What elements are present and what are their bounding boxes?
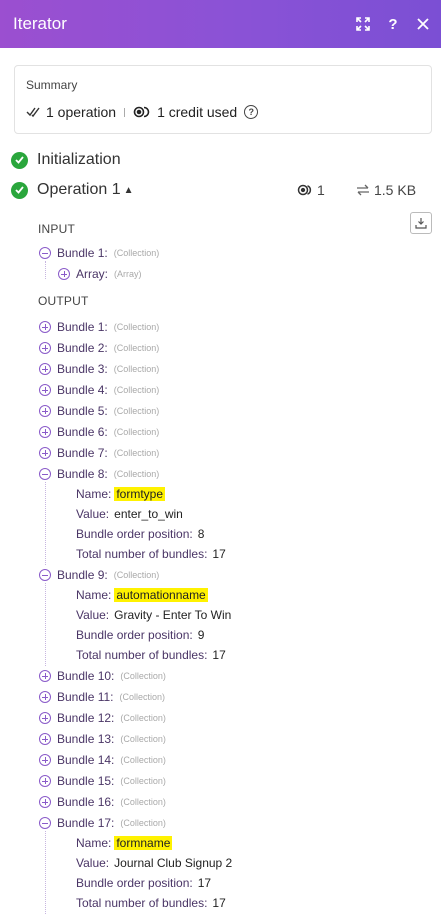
double-check-icon: [26, 107, 40, 118]
output-bundle-6[interactable]: Bundle 6:(Collection): [39, 423, 159, 441]
caret-up-icon[interactable]: ▲: [123, 184, 134, 196]
output-bundle-17[interactable]: Bundle 17:(Collection): [39, 814, 166, 832]
expand-icon[interactable]: [39, 447, 51, 459]
operation-views: 1: [297, 182, 325, 198]
initialization-label: Initialization: [37, 151, 121, 168]
expand-icon[interactable]: [39, 775, 51, 787]
bundle-9-total: Total number of bundles:17: [76, 648, 226, 662]
bundle-8-value: Value:enter_to_win: [76, 507, 183, 521]
expand-icon[interactable]: [39, 691, 51, 703]
expand-icon[interactable]: [39, 363, 51, 375]
expand-icon[interactable]: [39, 342, 51, 354]
bundle-9-position: Bundle order position:9: [76, 628, 205, 642]
module-header: Iterator ?: [0, 0, 441, 48]
expand-icon[interactable]: [39, 321, 51, 333]
expand-icon[interactable]: [39, 384, 51, 396]
collapse-icon[interactable]: [39, 817, 51, 829]
bundle-8-name: Name:formtype: [76, 487, 166, 501]
bundle-17-name: Name:formname: [76, 836, 173, 850]
check-circle-icon: [11, 151, 28, 169]
output-bundle-4[interactable]: Bundle 4:(Collection): [39, 381, 159, 399]
credit-help-icon[interactable]: ?: [244, 105, 259, 119]
credits-used: 1 credit used: [157, 104, 238, 120]
expand-icon[interactable]: [39, 670, 51, 682]
output-bundle-9[interactable]: Bundle 9:(Collection): [39, 566, 159, 584]
output-heading: OUTPUT: [38, 294, 89, 308]
close-icon[interactable]: [415, 16, 431, 32]
output-bundle-3[interactable]: Bundle 3:(Collection): [39, 360, 159, 378]
output-bundle-11[interactable]: Bundle 11:(Collection): [39, 688, 165, 706]
credit-icon: [133, 106, 150, 118]
tree-line: [45, 831, 46, 914]
output-bundle-8[interactable]: Bundle 8:(Collection): [39, 465, 159, 483]
output-bundle-13[interactable]: Bundle 13:(Collection): [39, 730, 166, 748]
expand-icon[interactable]: [58, 268, 70, 280]
output-bundle-15[interactable]: Bundle 15:(Collection): [39, 772, 166, 790]
help-icon[interactable]: ?: [388, 15, 398, 33]
collapse-icon[interactable]: [39, 247, 51, 259]
expand-icon[interactable]: [39, 405, 51, 417]
tree-line: [45, 583, 46, 666]
summary-card: Summary 1 operation 1 credit used ?: [14, 65, 432, 134]
bundle-17-position: Bundle order position:17: [76, 876, 212, 890]
check-circle-icon: [11, 181, 28, 199]
output-bundle-7[interactable]: Bundle 7:(Collection): [39, 444, 159, 462]
output-bundle-14[interactable]: Bundle 14:(Collection): [39, 751, 166, 769]
stage-operation[interactable]: Operation 1 ▲: [11, 181, 134, 199]
swap-arrows-icon: [357, 184, 369, 196]
output-bundle-16[interactable]: Bundle 16:(Collection): [39, 793, 166, 811]
stage-initialization[interactable]: Initialization: [11, 151, 121, 169]
expand-icon[interactable]: [39, 426, 51, 438]
expand-icon[interactable]: [39, 796, 51, 808]
bundle-8-position: Bundle order position:8: [76, 527, 205, 541]
operation-size: 1.5 KB: [356, 182, 416, 198]
bundle-17-value: Value:Journal Club Signup 2: [76, 856, 233, 870]
output-bundle-10[interactable]: Bundle 10:(Collection): [39, 667, 166, 685]
input-array[interactable]: Array: (Array): [58, 265, 142, 283]
bundle-9-value: Value:Gravity - Enter To Win: [76, 608, 232, 622]
summary-title: Summary: [26, 78, 78, 92]
expand-icon[interactable]: [39, 712, 51, 724]
fullscreen-icon[interactable]: [355, 16, 371, 32]
expand-icon[interactable]: [39, 733, 51, 745]
tree-line: [45, 261, 46, 279]
input-heading: INPUT: [38, 222, 75, 236]
collapse-icon[interactable]: [39, 569, 51, 581]
bundle-8-total: Total number of bundles:17: [76, 547, 226, 561]
operation-label: Operation 1: [37, 181, 121, 198]
bundle-9-name: Name:automationname: [76, 588, 208, 602]
output-bundle-1[interactable]: Bundle 1:(Collection): [39, 318, 159, 336]
output-bundle-5[interactable]: Bundle 5:(Collection): [39, 402, 159, 420]
tree-line: [45, 482, 46, 565]
download-button[interactable]: [410, 212, 432, 234]
collapse-icon[interactable]: [39, 468, 51, 480]
input-bundle[interactable]: Bundle 1: (Collection): [39, 244, 159, 262]
bundle-17-total: Total number of bundles:17: [76, 896, 226, 910]
divider: [124, 107, 126, 117]
output-bundle-12[interactable]: Bundle 12:(Collection): [39, 709, 166, 727]
operation-count: 1 operation: [46, 104, 117, 120]
output-bundle-2[interactable]: Bundle 2:(Collection): [39, 339, 159, 357]
module-title: Iterator: [13, 14, 67, 33]
download-icon: [415, 218, 427, 229]
expand-icon[interactable]: [39, 754, 51, 766]
eye-icon: [297, 184, 312, 196]
